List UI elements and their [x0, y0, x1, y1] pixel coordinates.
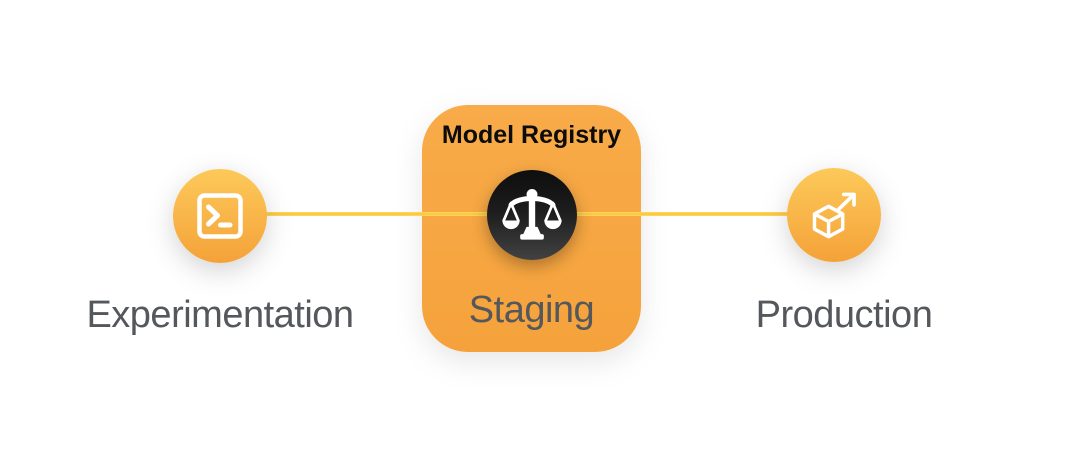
- terminal-icon: [196, 192, 244, 240]
- balance-scale-icon: [501, 186, 563, 244]
- production-label: Production: [755, 294, 933, 336]
- model-registry-card: Model Registry Staging: [422, 105, 641, 352]
- experimentation-label: Experimentation: [86, 294, 354, 336]
- deploy-cube-arrow-icon: [808, 189, 860, 241]
- production-node-circle: [787, 168, 881, 262]
- experimentation-node-circle: [173, 169, 267, 263]
- model-registry-title: Model Registry: [441, 121, 622, 149]
- staging-node-circle: [486, 170, 577, 260]
- staging-label: Staging: [468, 289, 595, 331]
